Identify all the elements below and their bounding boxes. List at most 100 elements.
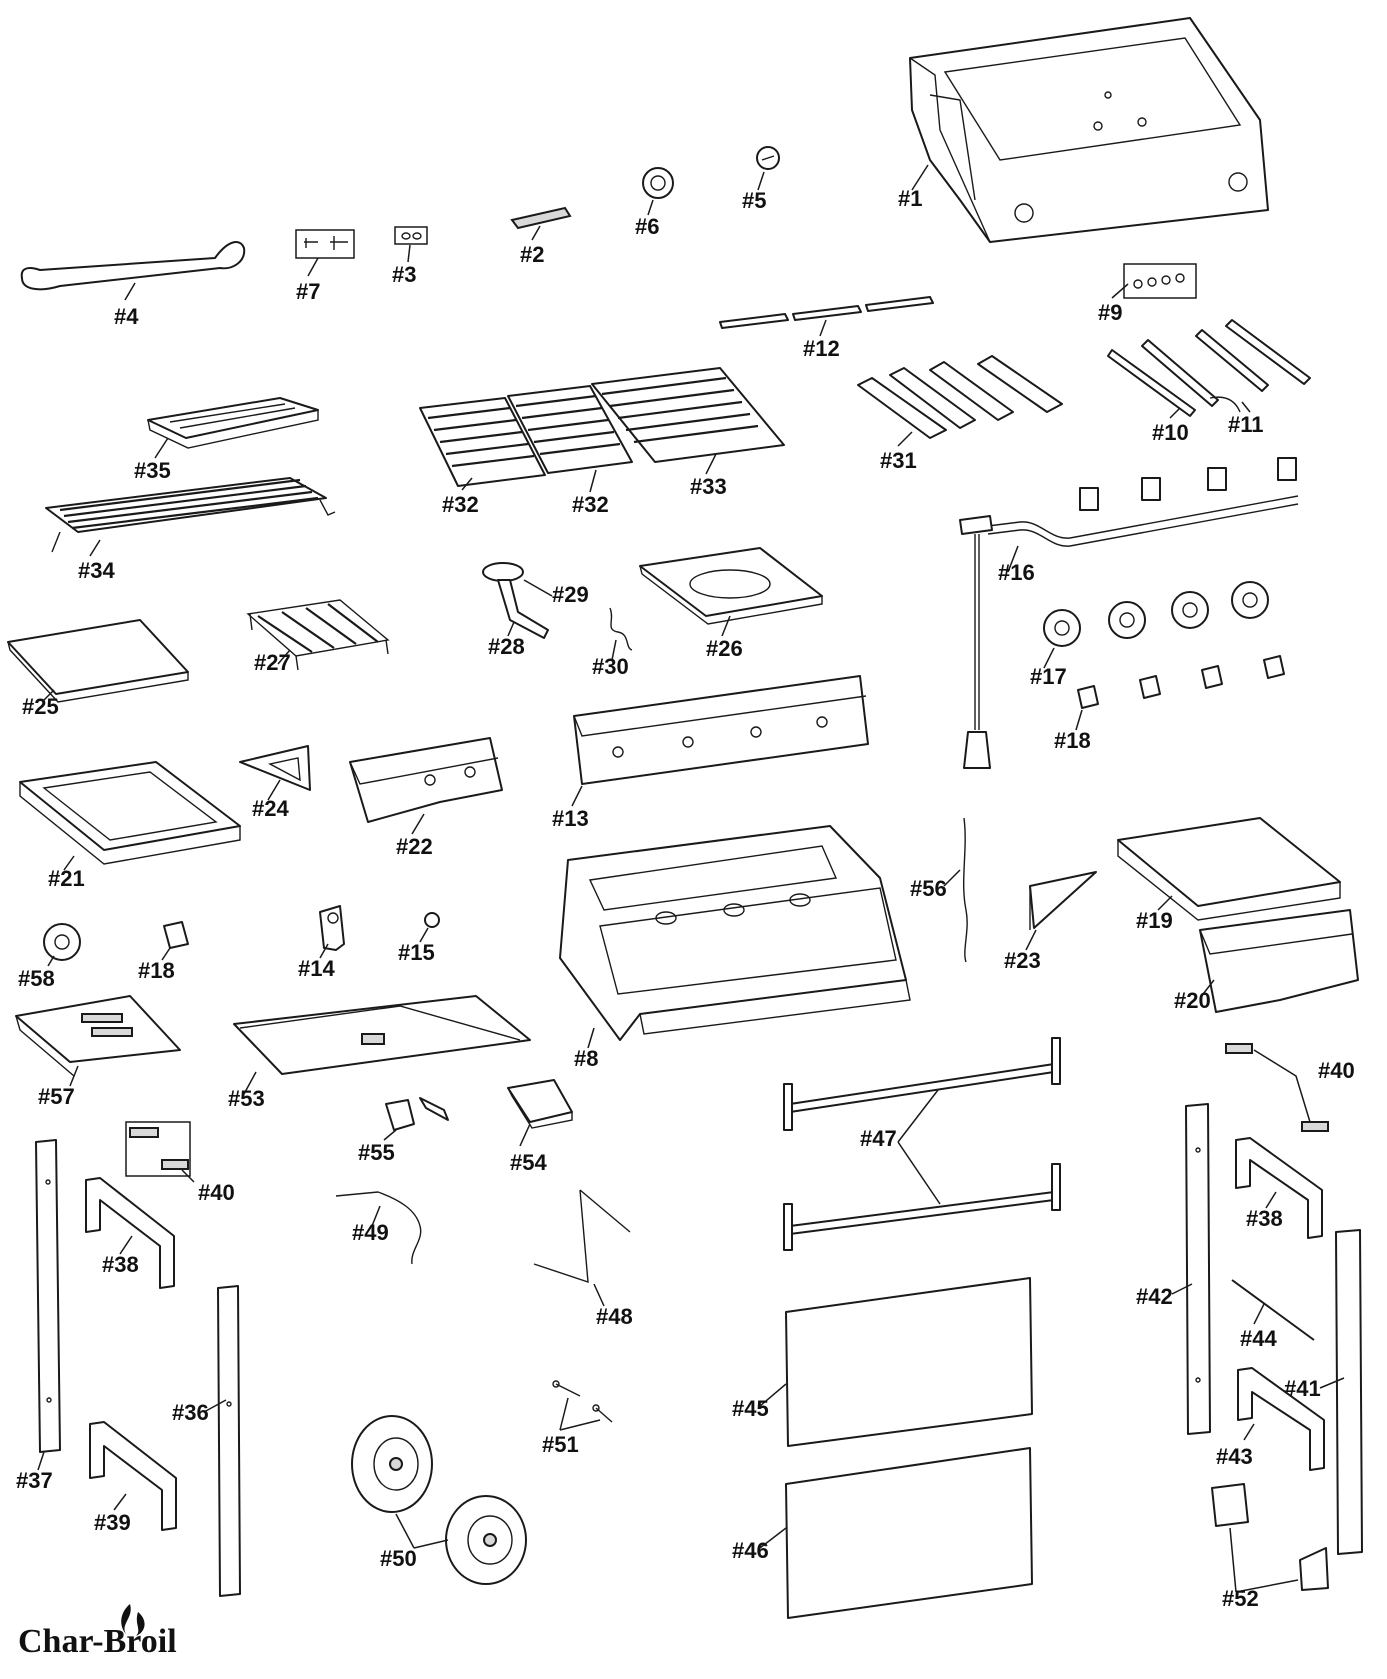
part-4-handle[interactable] [20,241,246,291]
label-part-15: #15 [398,940,435,965]
part-39-bottom-bracket[interactable] [89,1421,177,1531]
label-part-29: #29 [552,582,589,607]
flame-icon [121,1604,145,1636]
part-10-burners[interactable] [1107,319,1311,417]
label-part-26: #26 [706,636,743,661]
label-part-14: #14 [298,956,335,981]
label-part-55: #55 [358,1140,395,1165]
label-part-10: #10 [1152,420,1189,445]
part-50-wheels[interactable] [351,1415,527,1585]
label-part-7: #7 [296,279,320,304]
part-51-axle-pins[interactable] [552,1380,613,1423]
part-40-caster-left[interactable] [129,1127,189,1170]
part-58-side-burner-bezel[interactable] [43,923,81,961]
part-23-bracket[interactable] [1029,871,1097,930]
part-18-side-burner-knob[interactable] [163,921,189,949]
part-34-warming-rack[interactable] [45,477,336,553]
part-47-crossbars[interactable] [783,1037,1061,1251]
part-25-side-burner-lid[interactable] [7,619,189,703]
part-49-wire-bracket[interactable] [335,1191,422,1265]
part-30-igniter-wire[interactable] [609,607,633,651]
part-22-side-burner-panel[interactable] [349,737,503,823]
part-24-bracket[interactable] [239,745,311,791]
part-3-bumpers[interactable] [401,232,422,240]
part-52-feet[interactable] [1211,1483,1329,1591]
label-part-30: #30 [592,654,629,679]
part-48-tank-hanger[interactable] [533,1189,631,1284]
label-part-20: #20 [1174,988,1211,1013]
part-54-grease-cup[interactable] [507,1079,573,1129]
label-part-52: #52 [1222,1586,1259,1611]
part-35-grilling-basket[interactable] [147,397,319,449]
part-8-firebox[interactable] [559,825,911,1041]
label-part-28: #28 [488,634,525,659]
part-32-cooking-grate-left[interactable] [419,397,546,487]
part-15-igniter-button[interactable] [424,912,440,928]
callout-box-9 [1123,263,1197,299]
label-part-13: #13 [552,806,589,831]
part-17-control-bezels[interactable] [1043,581,1269,647]
part-27-side-burner-grate[interactable] [246,599,390,671]
label-part-4: #4 [114,304,139,329]
part-11-burner-wire[interactable] [1209,396,1241,413]
part-53-grease-tray[interactable] [233,995,531,1075]
label-part-25: #25 [22,694,59,719]
part-29-side-burner-head[interactable] [482,562,524,582]
part-32-cooking-grate-center[interactable] [507,385,633,474]
label-part-46: #46 [732,1538,769,1563]
part-40-caster-right[interactable] [1225,1043,1329,1132]
label-part-17: #17 [1030,664,1067,689]
label-part-16: #16 [998,560,1035,585]
label-part-49: #49 [352,1220,389,1245]
label-part-39: #39 [94,1510,131,1535]
part-13-control-panel[interactable] [573,675,869,785]
label-part-2: #2 [520,242,544,267]
part-7-bolts[interactable] [304,236,348,250]
callout-box-3 [394,226,428,245]
part-26-side-burner-pan[interactable] [639,547,823,625]
part-9-orifices[interactable] [1133,273,1185,289]
brand-name: Char-Broil [18,1623,177,1660]
label-part-36: #36 [172,1400,209,1425]
label-part-23: #23 [1004,948,1041,973]
label-part-11: #11 [1228,412,1264,437]
label-part-6: #6 [635,214,659,239]
part-33-cooking-grate-right[interactable] [591,367,785,463]
label-part-47: #47 [860,1126,897,1151]
part-16-manifold-assembly[interactable] [959,457,1299,769]
part-37-leg-left-front[interactable] [35,1139,61,1453]
part-43-bottom-bracket-right[interactable] [1237,1367,1325,1471]
part-57-heat-shield[interactable] [15,995,181,1077]
part-38-leg-bracket-left[interactable] [85,1177,175,1289]
part-36-leg-left-rear[interactable] [217,1285,241,1597]
label-part-37: #37 [16,1468,53,1493]
part-2-logo-badge[interactable] [510,206,572,230]
part-46-bottom-panel[interactable] [785,1447,1033,1619]
label-part-32a: #32 [442,492,479,517]
part-20-side-panel[interactable] [1199,909,1359,1013]
part-19-side-shelf[interactable] [1117,817,1341,921]
label-part-43: #43 [1216,1444,1253,1469]
part-31-flame-tamers[interactable] [857,355,1063,439]
part-14-igniter-module[interactable] [319,905,345,951]
part-41-leg-right-rear[interactable] [1335,1229,1363,1555]
part-56-igniter-wire[interactable] [962,817,968,963]
label-part-19: #19 [1136,908,1173,933]
label-part-35: #35 [134,458,171,483]
part-45-rear-panel[interactable] [785,1277,1033,1447]
part-28-side-burner-tube[interactable] [497,579,549,639]
part-5-thermometer[interactable] [756,146,780,170]
part-38-leg-bracket-right[interactable] [1235,1137,1323,1239]
part-12-heat-shields[interactable] [719,296,934,329]
label-part-5: #5 [742,188,766,213]
label-part-3: #3 [392,262,416,287]
part-42-leg-right-front[interactable] [1185,1103,1211,1435]
label-part-57: #57 [38,1084,75,1109]
part-21-side-shelf-frame[interactable] [19,761,241,865]
part-6-bezel[interactable] [642,167,674,199]
part-18-control-knobs[interactable] [1077,655,1285,709]
part-44-rod[interactable] [1231,1279,1315,1341]
part-1-lid[interactable] [909,17,1269,243]
part-55-grease-tray-clips[interactable] [385,1097,449,1131]
